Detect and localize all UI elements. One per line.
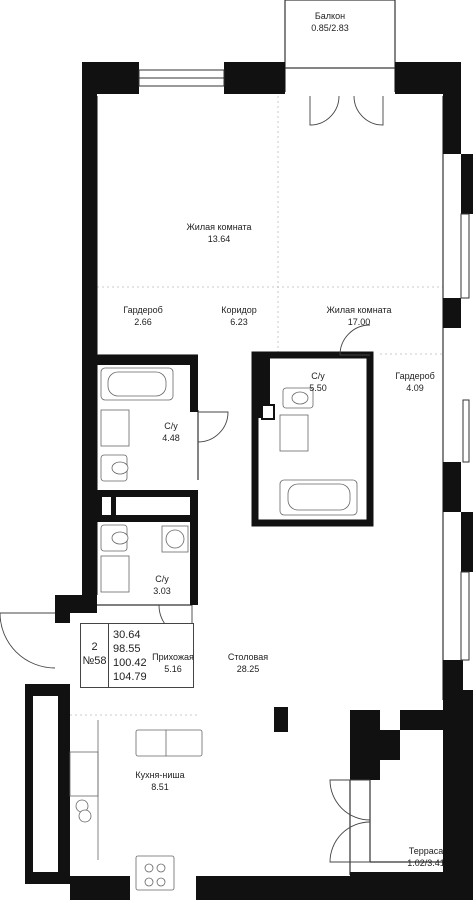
fixtures <box>69 367 358 891</box>
area-value: 100.42 <box>113 657 147 669</box>
area-value: 104.79 <box>113 671 147 683</box>
zone-dividers <box>70 96 443 716</box>
floor-number: 2 <box>91 641 98 653</box>
apartment-number: №58 <box>82 655 107 667</box>
area-value: 30.64 <box>113 629 141 641</box>
windows <box>138 69 470 661</box>
apartment-info: 2 №58 30.64 98.55 100.42 104.79 <box>80 623 194 688</box>
balcony <box>284 0 396 92</box>
apartment-id: 2 №58 <box>81 624 109 687</box>
central-bathroom-walls <box>251 351 374 527</box>
area-values: 30.64 98.55 100.42 104.79 <box>109 628 193 684</box>
walls <box>25 62 473 900</box>
area-value: 98.55 <box>113 643 141 655</box>
